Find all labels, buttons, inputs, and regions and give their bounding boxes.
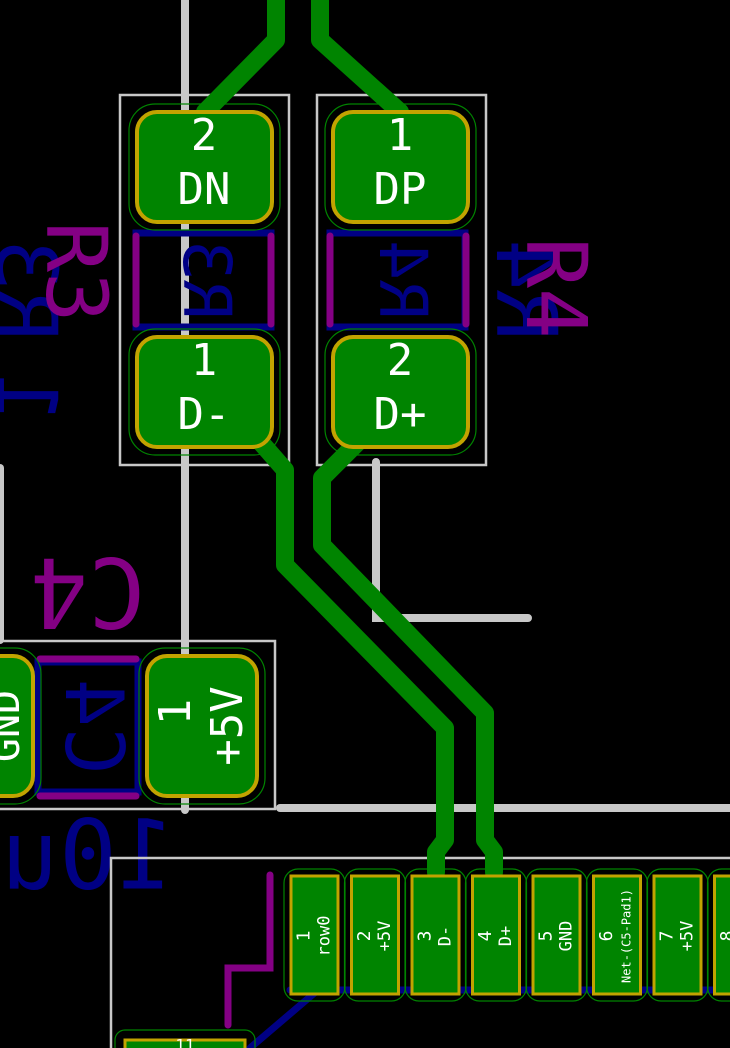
r4-pad-1[interactable]: 1DP — [324, 103, 477, 231]
pad-net: DP — [374, 164, 427, 215]
pad-number: 1 — [191, 335, 218, 386]
pin-number: 5 — [536, 931, 557, 942]
r4-pad-1-clearance — [324, 103, 477, 231]
r3-pad-2-copper — [135, 110, 274, 224]
r4-back-ref: R4 — [477, 239, 575, 340]
c4-back-ref: C4 — [47, 679, 140, 775]
connector-courtyard — [109, 856, 730, 1048]
r4-back-body-text: R4 — [364, 240, 441, 319]
outline-inner-corner — [372, 458, 532, 622]
pin-copper — [592, 874, 642, 996]
r4-pad-1-copper — [331, 110, 470, 224]
back-silk-text: R3 R4 R3 R4 1 C4 10u — [0, 239, 575, 911]
c4-pad-1-clearance — [138, 647, 266, 805]
partial-copper — [123, 1038, 247, 1048]
c4-pad-gnd[interactable]: GND — [0, 647, 42, 805]
pin-copper — [289, 874, 340, 996]
copper-traces — [196, 0, 503, 881]
pad-net: D- — [178, 389, 231, 440]
partial-clearance — [114, 1029, 256, 1048]
partial-label: 11 — [175, 1036, 194, 1048]
pad-net: D+ — [374, 389, 427, 440]
trace-d-plus — [313, 431, 503, 881]
front-ref-text: R3 R4 C4 — [27, 221, 605, 647]
c4-pad-1-copper — [145, 654, 259, 798]
r3-pad-1-copper — [135, 335, 274, 449]
r4-pad-2-copper — [331, 335, 470, 449]
pin-number: 7 — [657, 931, 678, 942]
pin-number: 8 — [717, 931, 730, 942]
pin-net: +5V — [375, 921, 395, 952]
partial-footprint[interactable]: 11 — [114, 1029, 256, 1048]
r3-courtyard — [118, 93, 291, 467]
pin-number: 3 — [415, 931, 436, 942]
connector-pin-2[interactable]: 2+5V — [343, 868, 407, 1002]
connector-pin-8[interactable]: 8 — [706, 868, 730, 1002]
r3-pad-1-clearance — [128, 328, 281, 456]
trace-d-minus — [234, 413, 454, 881]
c4-front-ref: C4 — [30, 536, 146, 648]
c4-courtyard — [0, 639, 277, 811]
pad-net: +5V — [202, 686, 253, 765]
partial-back-ref: 1 — [0, 373, 75, 424]
pin-copper — [410, 874, 461, 996]
c4-pad-1[interactable]: 1+5V — [138, 647, 266, 805]
pin-clearance — [706, 868, 730, 1002]
r4-pad-2-clearance — [324, 328, 477, 456]
front-silkscreen — [36, 232, 470, 1029]
pin-copper — [531, 874, 582, 996]
c4-back-value: 10u — [1, 799, 174, 911]
pin-copper — [350, 874, 400, 996]
pin-net: D- — [436, 926, 456, 946]
pin-copper — [471, 874, 521, 996]
r4-courtyard — [315, 93, 488, 467]
pin-net: D+ — [496, 926, 516, 946]
courtyards — [0, 93, 730, 1048]
connector-back-diag — [246, 986, 322, 1048]
pin-copper — [652, 874, 703, 996]
pin-number: 2 — [354, 931, 375, 942]
connector-pin-7[interactable]: 7+5V — [646, 868, 709, 1002]
pad-number: 1 — [150, 699, 201, 726]
r3-back-ref: R3 — [0, 239, 75, 340]
pin-net: Net-(C5-Pad1) — [620, 889, 634, 983]
r3-pad-1[interactable]: 1D- — [128, 328, 281, 456]
pad-number: 2 — [387, 335, 414, 386]
r3-pad-2-clearance — [128, 103, 281, 231]
pin-copper — [713, 874, 730, 996]
pin-number: 4 — [475, 931, 496, 942]
pin-net: GND — [557, 921, 577, 952]
r3-pad-2[interactable]: 2DN — [128, 103, 281, 231]
pad-number: 1 — [387, 110, 414, 161]
c4-pad-gnd-clearance — [0, 647, 42, 805]
c4-pad-gnd-copper — [0, 654, 35, 798]
pin-number: 6 — [596, 931, 617, 942]
trace-dn — [196, 0, 285, 121]
pad-net: DN — [178, 164, 231, 215]
r3-front-ref: R3 — [27, 221, 125, 322]
pin-number: 1 — [294, 931, 315, 942]
pad-number: 2 — [191, 110, 218, 161]
r4-pad-2[interactable]: 2D+ — [324, 328, 477, 456]
r4-front-ref: R4 — [507, 237, 605, 338]
pin-net: +5V — [678, 921, 698, 952]
pad-net: GND — [0, 690, 29, 762]
connector-front-mark — [224, 871, 274, 1029]
trace-dp — [311, 0, 409, 121]
pin-net: row0 — [315, 916, 335, 957]
r3-back-body-text: R3 — [168, 240, 245, 319]
